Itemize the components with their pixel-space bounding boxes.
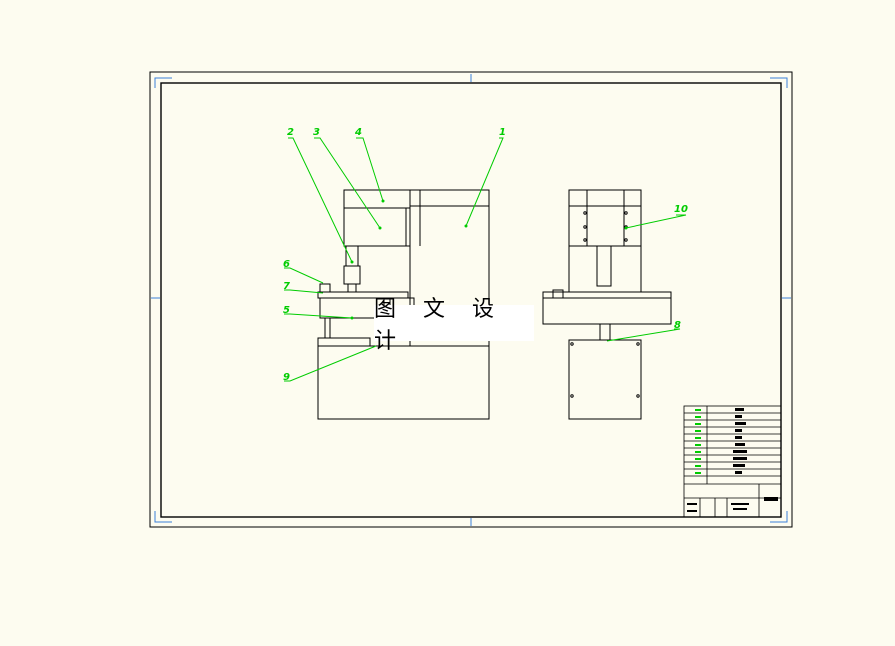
front-head-box bbox=[343, 207, 411, 247]
front-spindle-chuck bbox=[343, 265, 361, 285]
side-view bbox=[542, 189, 672, 420]
side-base-cabinet bbox=[568, 339, 642, 420]
front-clamp bbox=[319, 283, 331, 293]
callout-8: 8 bbox=[674, 320, 681, 331]
callout-6: 6 bbox=[283, 259, 290, 270]
callout-7: 7 bbox=[283, 281, 290, 292]
side-neck bbox=[599, 323, 611, 341]
callout-2: 2 bbox=[287, 127, 294, 138]
watermark-label: 图 文 设 计 bbox=[374, 297, 534, 354]
callout-10: 10 bbox=[674, 204, 688, 215]
side-spindle bbox=[596, 245, 612, 287]
sheet-outer-border bbox=[149, 71, 793, 528]
callout-dots bbox=[350, 199, 628, 320]
title-block bbox=[683, 405, 782, 518]
title-block-entries bbox=[687, 408, 778, 512]
callout-labels: 1 2 3 4 5 6 7 8 9 10 bbox=[283, 127, 688, 383]
frame-marks bbox=[151, 74, 791, 526]
side-table bbox=[542, 291, 672, 325]
sheet-inner-border bbox=[160, 82, 782, 518]
front-head-top bbox=[343, 189, 411, 209]
callout-1: 1 bbox=[499, 127, 506, 138]
callout-5: 5 bbox=[283, 305, 290, 316]
front-view bbox=[317, 189, 490, 420]
callout-4: 4 bbox=[354, 127, 362, 138]
side-column bbox=[568, 245, 642, 293]
callout-9: 9 bbox=[283, 372, 290, 383]
side-table-knob bbox=[552, 289, 564, 299]
front-base-cabinet bbox=[317, 345, 490, 420]
side-head bbox=[568, 189, 642, 247]
title-block-green-marks bbox=[695, 409, 701, 474]
callout-3: 3 bbox=[313, 127, 320, 138]
front-support-bar bbox=[317, 337, 371, 347]
front-column-cap bbox=[409, 189, 490, 207]
callout-leaders bbox=[284, 137, 687, 382]
